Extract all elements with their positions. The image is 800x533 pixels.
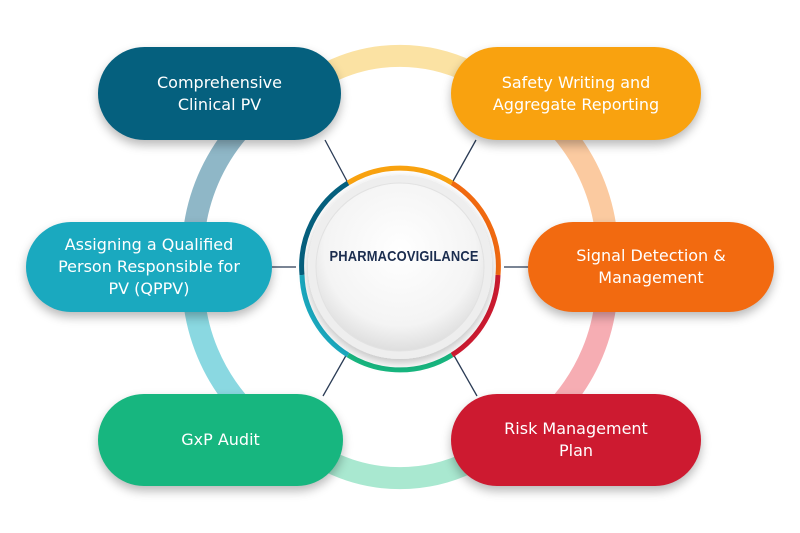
node-gxp-audit: GxP Audit xyxy=(98,394,343,486)
node-safety-writing: Safety Writing and Aggregate Reporting xyxy=(451,47,701,140)
inner-ring-arc-green xyxy=(346,352,454,373)
connector-risk-management xyxy=(451,351,478,397)
node-risk-management: Risk Management Plan xyxy=(451,394,701,486)
center-disc xyxy=(315,182,485,352)
inner-ring-arc-gold xyxy=(346,165,454,186)
inner-ring-arc-orange xyxy=(450,180,501,276)
connector-safety-writing xyxy=(451,139,477,184)
ring-segment-bottom xyxy=(325,452,475,490)
center-label: PHARMACOVIGILANCE xyxy=(329,248,479,265)
connector-gxp-audit xyxy=(322,351,349,397)
node-comprehensive-clinical-pv: Comprehensive Clinical PV xyxy=(98,47,341,140)
node-qppv: Assigning a Qualified Person Responsible… xyxy=(26,222,272,312)
inner-ring-arc-red xyxy=(450,274,501,358)
ring-segment-top xyxy=(325,44,475,82)
inner-ring-arc-cyan xyxy=(299,274,350,358)
inner-ring-arc-teal xyxy=(299,180,350,276)
node-signal-detection: Signal Detection & Management xyxy=(528,222,774,312)
connector-comprehensive-clinical-pv xyxy=(324,139,349,184)
